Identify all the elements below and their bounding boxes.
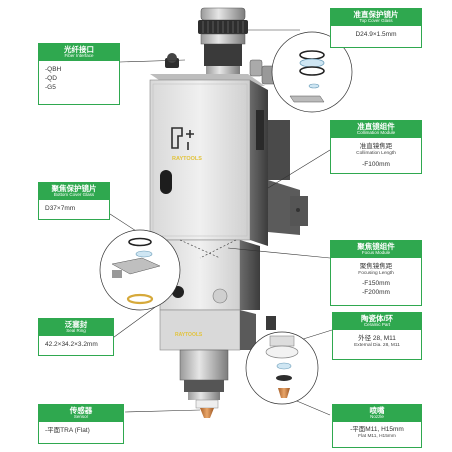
card-nozzle-title-en: Nozzle — [335, 415, 419, 420]
ceramic-exploded — [246, 332, 318, 404]
card-fiber: 光纤接口 Fiber Interface -QBH -QD -G5 — [38, 43, 120, 105]
card-ceramic-header: 陶瓷体/环 Ceramic Part — [333, 313, 421, 330]
card-focus-line1: 聚焦镜焦距 — [337, 262, 415, 271]
card-collimation-line1: 准直镜焦距 — [337, 142, 415, 151]
card-focus-value: -F200mm — [337, 288, 415, 297]
card-bottom-cover-title-en: Bottom Cover Glass — [41, 193, 107, 198]
card-sensor-title-en: Sensor — [41, 415, 121, 420]
card-seal-header: 泛塞封 Seal Ring — [39, 319, 113, 336]
brand-logo-text-lower: RAYTOOLS — [175, 332, 203, 338]
card-fiber-item: -QBH — [45, 65, 113, 74]
card-ceramic-line2: External Dia. 28, M11 — [339, 343, 415, 349]
card-bottom-cover-spec: D37×7mm — [45, 204, 103, 213]
card-fiber-title-en: Fiber Interface — [41, 54, 117, 59]
card-fiber-header: 光纤接口 Fiber Interface — [39, 44, 119, 61]
card-sensor: 传感器 Sensor -平面TRA (Flat) — [38, 404, 124, 444]
nozzle-assembly — [180, 350, 228, 418]
card-focus-title-en: Focus Module — [333, 251, 419, 256]
card-focus-value: -F150mm — [337, 279, 415, 288]
card-seal: 泛塞封 Seal Ring 42.2×34.2×3.2mm — [38, 318, 114, 356]
card-focus-header: 聚焦镜组件 Focus Module — [331, 241, 421, 258]
card-top-cover-spec: D24.9×1.5mm — [337, 30, 415, 39]
card-sensor-header: 传感器 Sensor — [39, 405, 123, 422]
card-sensor-spec: -平面TRA (Flat) — [45, 426, 117, 435]
card-bottom-cover: 聚焦保护镜片 Bottom Cover Glass D37×7mm — [38, 182, 110, 220]
card-fiber-item: -G5 — [45, 83, 113, 92]
brand-logo-text-upper: RAYTOOLS — [172, 156, 202, 162]
card-fiber-item: -QD — [45, 74, 113, 83]
card-collimation: 准直镜组件 Collimation Module 准直镜焦距 Collimati… — [330, 120, 422, 174]
card-nozzle-sub: Flat M11, H15mm — [339, 434, 415, 440]
card-top-cover: 准直保护镜片 Top Cover Glass D24.9×1.5mm — [330, 8, 422, 48]
card-ceramic-line1: 外径 28, M11 — [339, 334, 415, 343]
card-seal-spec: 42.2×34.2×3.2mm — [45, 340, 107, 349]
bottom-cover-exploded — [100, 230, 180, 310]
card-nozzle: 喷嘴 Nozzle -平面M11, H15mm Flat M11, H15mm — [332, 404, 422, 448]
card-ceramic-title-en: Ceramic Part — [335, 323, 419, 328]
card-focus-line1-en: Focusing Length — [337, 271, 415, 277]
card-top-cover-title-en: Top Cover Glass — [333, 19, 419, 24]
card-nozzle-spec: -平面M11, H15mm — [339, 425, 415, 434]
card-collimation-line1-en: Collimation Length — [337, 151, 415, 157]
card-nozzle-header: 喷嘴 Nozzle — [333, 405, 421, 422]
card-focus: 聚焦镜组件 Focus Module 聚焦镜焦距 Focusing Length… — [330, 240, 422, 306]
card-collimation-value: -F100mm — [337, 160, 415, 169]
card-bottom-cover-header: 聚焦保护镜片 Bottom Cover Glass — [39, 183, 109, 200]
card-collimation-header: 准直镜组件 Collimation Module — [331, 121, 421, 138]
card-top-cover-header: 准直保护镜片 Top Cover Glass — [331, 9, 421, 26]
card-seal-title-en: Seal Ring — [41, 329, 111, 334]
card-collimation-title-en: Collimation Module — [333, 131, 419, 136]
fiber-connector — [198, 8, 248, 76]
card-ceramic: 陶瓷体/环 Ceramic Part 外径 28, M11 External D… — [332, 312, 422, 360]
